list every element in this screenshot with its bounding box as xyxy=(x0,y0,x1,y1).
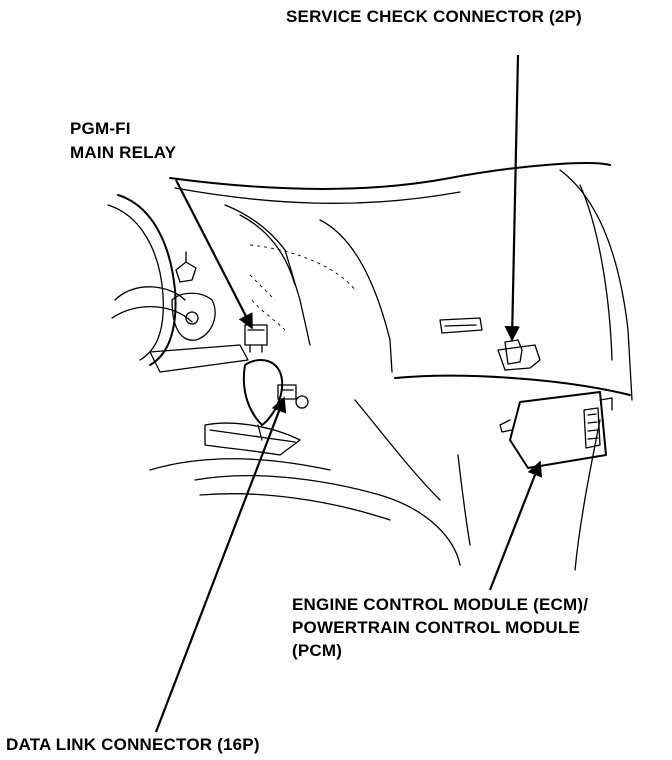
data-link-connector-label: DATA LINK CONNECTOR (16P) xyxy=(6,735,260,754)
glove-box-panel xyxy=(439,317,483,334)
steering-column xyxy=(149,251,249,373)
ecm-pcm-module xyxy=(499,391,613,469)
center-console xyxy=(149,399,601,571)
ecm-label-line1: ENGINE CONTROL MODULE (ECM)/ xyxy=(292,595,589,614)
arrow-service-check xyxy=(504,54,520,342)
data-link-connector xyxy=(277,384,309,409)
shift-lever xyxy=(204,359,301,456)
pgm-fi-label-line2: MAIN RELAY xyxy=(70,143,177,162)
service-check-connector xyxy=(497,339,541,371)
service-check-connector-label: SERVICE CHECK CONNECTOR (2P) xyxy=(286,7,582,26)
leader-lines xyxy=(154,54,543,733)
pgm-fi-main-relay xyxy=(244,324,268,353)
ecm-label-line2: POWERTRAIN CONTROL MODULE xyxy=(292,618,581,637)
ecm-label-line3: (PCM) xyxy=(292,641,343,660)
arrow-ecm-pcm xyxy=(488,460,543,591)
dashboard-outline xyxy=(169,162,633,401)
arrow-pgm-fi-relay xyxy=(175,179,253,330)
pgm-fi-label-line1: PGM-FI xyxy=(70,119,131,138)
arrow-data-link xyxy=(154,396,287,733)
